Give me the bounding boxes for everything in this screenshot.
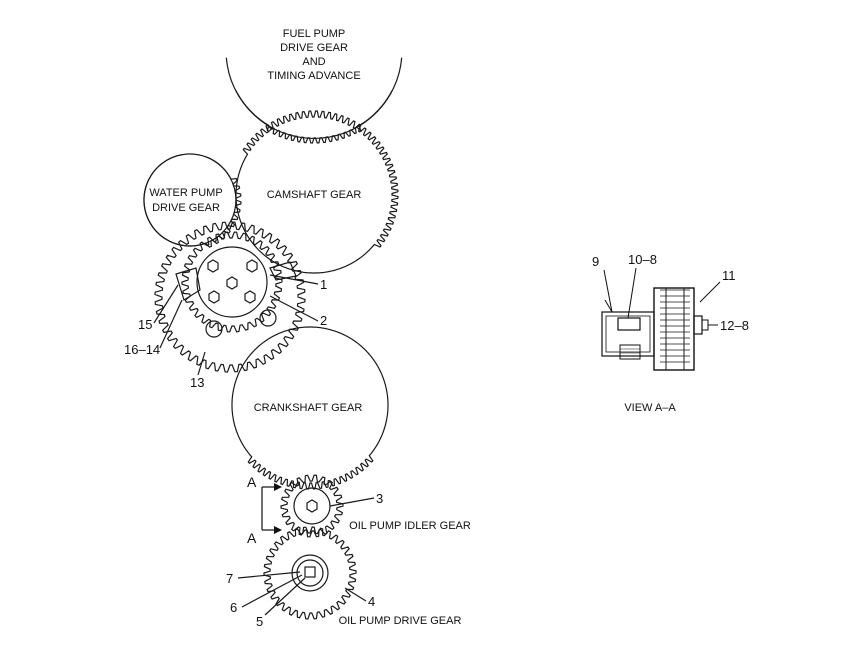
section-marker-a-top: A xyxy=(247,474,257,490)
camshaft-gear-label: CAMSHAFT GEAR xyxy=(267,189,362,201)
gear-teeth-side xyxy=(660,288,690,370)
water-pump-gear-teeth xyxy=(143,153,242,248)
callout-4: 4 xyxy=(368,594,375,609)
water-pump-label-line-1: WATER PUMP xyxy=(149,187,222,199)
callout-15: 15 xyxy=(138,317,152,332)
fuel-pump-label-line-2: DRIVE GEAR xyxy=(280,42,348,54)
idler-gear-side xyxy=(653,287,695,371)
view-a-a-label: VIEW A–A xyxy=(624,402,676,414)
oil-pump-idler-gear xyxy=(280,474,344,538)
fuel-pump-label-line-1: FUEL PUMP xyxy=(283,28,346,40)
idler-hole-2 xyxy=(259,309,277,327)
leader-lines xyxy=(153,274,375,616)
callout-7: 7 xyxy=(226,571,233,586)
callout-13: 13 xyxy=(190,375,204,390)
section-markers: A A xyxy=(247,474,282,546)
view-a-a-detail: 9 10–8 11 12–8 VIEW A–A xyxy=(592,252,749,414)
oil-pump-drive-gear-label: OIL PUMP DRIVE GEAR xyxy=(339,615,462,627)
callout-5: 5 xyxy=(256,614,263,629)
callout-6: 6 xyxy=(230,600,237,615)
idler-gear-outer xyxy=(154,221,306,373)
callout-10-8: 10–8 xyxy=(628,252,657,267)
fuel-pump-label-line-4: TIMING ADVANCE xyxy=(267,70,360,82)
fuel-pump-gear-teeth xyxy=(234,90,394,144)
callout-12-8: 12–8 xyxy=(720,318,749,333)
idler-hole-1 xyxy=(205,320,223,338)
callout-3: 3 xyxy=(376,491,383,506)
oil-pump-drive-gear xyxy=(263,526,357,620)
fuel-pump-label-line-3: AND xyxy=(302,56,325,68)
lock-plate xyxy=(175,267,201,301)
camshaft-gear xyxy=(235,110,399,274)
oil-idler-hub xyxy=(293,487,331,525)
hub-bolt-5 xyxy=(244,290,256,304)
oil-idler-bolt xyxy=(306,499,318,513)
hub-bolt-4 xyxy=(208,290,220,304)
water-pump-label-line-2: DRIVE GEAR xyxy=(152,202,220,214)
crankshaft-gear-label: CRANKSHAFT GEAR xyxy=(254,402,363,414)
oil-pump-idler-gear-label: OIL PUMP IDLER GEAR xyxy=(349,520,471,532)
hub-bolt-3 xyxy=(226,276,238,290)
oil-drive-nut xyxy=(304,566,316,578)
idler-gear-inner xyxy=(181,231,283,333)
oil-drive-hub-inner xyxy=(296,559,324,587)
plate xyxy=(601,311,655,357)
callout-1: 1 xyxy=(320,277,327,292)
callout-2: 2 xyxy=(320,313,327,328)
callout-16-14: 16–14 xyxy=(124,342,160,357)
callout-11: 11 xyxy=(722,268,736,283)
callout-9: 9 xyxy=(592,254,599,269)
fuel-pump-drive-gear-label: FUEL PUMP DRIVE GEAR AND TIMING ADVANCE xyxy=(267,28,360,82)
hub-bolt-2 xyxy=(246,259,258,273)
idler-hub xyxy=(196,246,268,318)
hub-bolt-1 xyxy=(207,259,219,273)
crankshaft-gear xyxy=(231,326,389,490)
section-marker-a-bottom: A xyxy=(247,530,257,546)
bolt xyxy=(617,317,641,331)
